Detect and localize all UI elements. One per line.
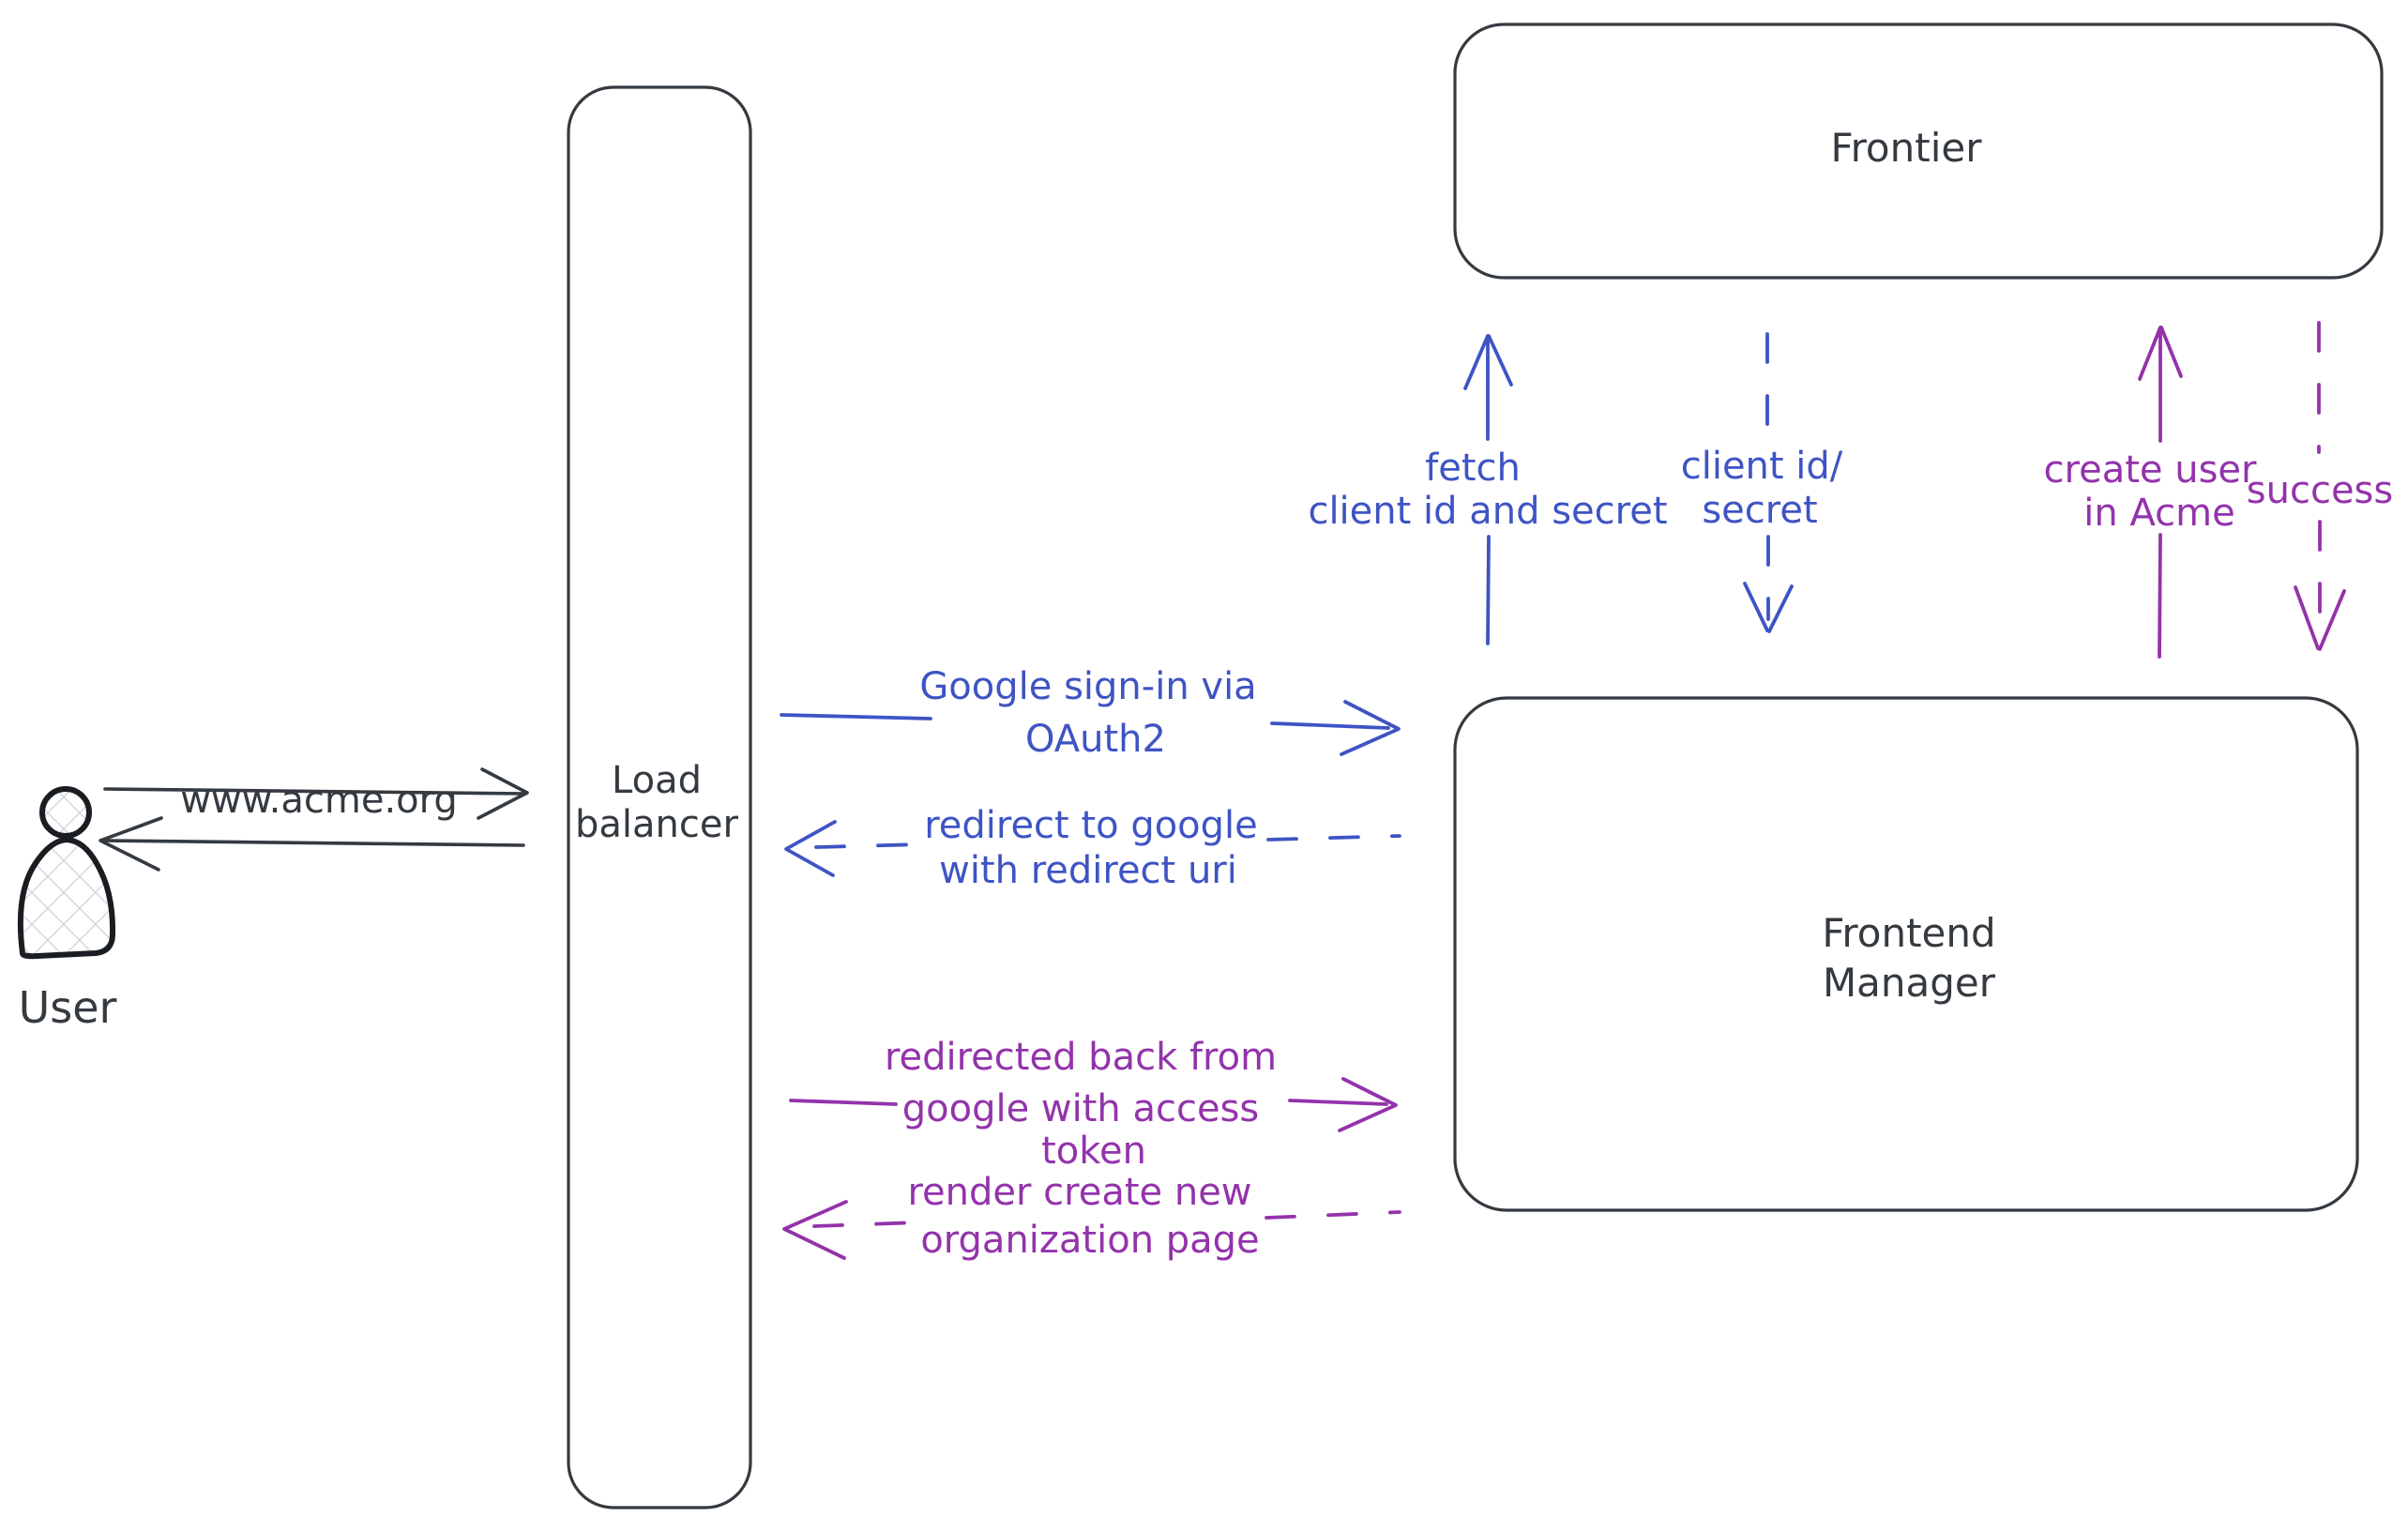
- edge-response-to-user-line: [103, 839, 525, 847]
- edge-render-org-page-label-line1: render create new: [907, 1171, 1251, 1214]
- edge-success-arrowhead-icon: [2294, 585, 2346, 651]
- edge-redirected-back-arrowhead-icon: [1338, 1077, 1398, 1132]
- edge-response-to-user-arrowhead-icon: [98, 816, 163, 872]
- edge-redirect-to-google: redirect to google with redirect uri: [784, 804, 1401, 892]
- edge-client-id-secret: client id/ secret: [1681, 332, 1843, 633]
- edge-redirected-back: redirected back from google with access …: [789, 1036, 1398, 1173]
- user-head-icon: [39, 786, 92, 839]
- load-balancer-node: Load balancer: [567, 85, 752, 1509]
- edge-fetch-client-id-shaft-bottom: [1486, 535, 1491, 645]
- edge-redirect-to-google-dashes-right: [1266, 834, 1401, 842]
- user-actor: User: [17, 786, 117, 1033]
- edge-redirected-back-line-left: [789, 1099, 898, 1106]
- load-balancer-label-line1: Load: [612, 759, 702, 802]
- edge-create-user-label-line1: create user: [2044, 448, 2257, 492]
- edge-www-acme-label: www.acme.org: [180, 779, 458, 822]
- edge-create-user-shaft-bottom: [2158, 533, 2162, 659]
- load-balancer-label-line2: balancer: [575, 803, 738, 846]
- edge-google-signin-label-line1: Google sign-in via: [919, 665, 1256, 708]
- edge-redirect-to-google-arrowhead-icon: [784, 820, 837, 877]
- edge-redirected-back-label-line1: redirected back from: [885, 1036, 1277, 1079]
- frontend-manager-label-line2: Manager: [1823, 960, 1996, 1006]
- edge-google-signin: Google sign-in via OAuth2: [780, 665, 1401, 761]
- edge-render-org-page-dashes-left: [812, 1221, 921, 1228]
- edge-fetch-client-id-arrowhead-icon: [1463, 334, 1513, 390]
- edge-google-signin-line-right: [1270, 721, 1390, 730]
- edge-render-org-page-arrowhead-icon: [782, 1200, 848, 1260]
- frontier-box: [1453, 23, 2384, 280]
- edge-success-label: success: [2247, 469, 2393, 512]
- edge-render-org-page-dashes-right: [1265, 1210, 1401, 1220]
- edge-render-org-page: render create new organization page: [782, 1171, 1401, 1262]
- edge-success: success: [2247, 321, 2393, 651]
- edge-fetch-client-id-label-line2: client id and secret: [1308, 490, 1667, 533]
- edge-www-acme: www.acme.org: [103, 767, 529, 822]
- user-label: User: [19, 982, 117, 1033]
- edge-create-user-label-line2: in Acme: [2083, 492, 2234, 535]
- edge-redirect-to-google-dashes-left: [814, 842, 923, 849]
- frontier-label: Frontier: [1830, 125, 1982, 171]
- edge-google-signin-label-line2: OAuth2: [1025, 718, 1166, 761]
- edge-redirected-back-label-line2: google with access: [902, 1087, 1260, 1130]
- edge-fetch-client-id: fetch client id and secret: [1308, 334, 1668, 645]
- edge-www-acme-line: [103, 787, 527, 796]
- edge-www-acme-arrowhead-icon: [477, 767, 529, 820]
- frontend-manager-node: Frontend Manager: [1453, 696, 2359, 1212]
- edge-redirect-to-google-label-line1: redirect to google: [924, 804, 1258, 847]
- edge-client-id-secret-label-line2: secret: [1702, 489, 1817, 532]
- edge-create-user-arrowhead-icon: [2138, 326, 2183, 381]
- edge-google-signin-line-left: [780, 713, 932, 720]
- edge-create-user: create user in Acme: [2044, 326, 2257, 659]
- edge-google-signin-arrowhead-icon: [1340, 700, 1401, 756]
- load-balancer-box: [567, 85, 752, 1509]
- frontier-node: Frontier: [1453, 23, 2384, 280]
- edge-redirected-back-line-right: [1288, 1099, 1388, 1106]
- edge-redirect-to-google-label-line2: with redirect uri: [939, 849, 1237, 892]
- edge-response-to-user: [98, 816, 525, 872]
- frontend-manager-label-line1: Frontend: [1822, 910, 1995, 956]
- edge-fetch-client-id-label-line1: fetch: [1425, 447, 1521, 490]
- user-body-icon: [17, 837, 116, 960]
- edge-render-org-page-label-line2: organization page: [920, 1219, 1259, 1262]
- edge-redirected-back-label-line3: token: [1041, 1130, 1146, 1173]
- edge-client-id-secret-label-line1: client id/: [1681, 445, 1843, 488]
- edge-client-id-secret-arrowhead-icon: [1743, 582, 1794, 633]
- frontend-manager-box: [1453, 696, 2359, 1212]
